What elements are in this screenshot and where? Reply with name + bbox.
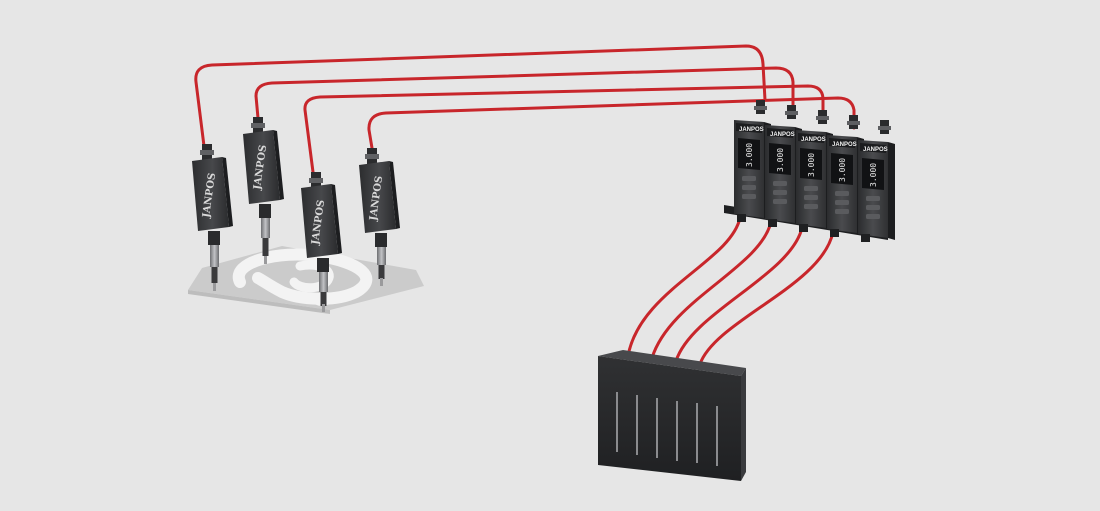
terminal-hub (598, 350, 746, 481)
amplifier-brand: JANPOS (863, 147, 888, 153)
amplifier-display (738, 138, 760, 170)
amplifier-display-value: 3.000 (776, 148, 785, 172)
amplifier-connector-ring (847, 121, 860, 125)
amplifier-cable-gland (799, 224, 808, 232)
amplifier-connector-ring (754, 106, 767, 110)
amplifier-connector-ring (878, 126, 891, 130)
amplifier-label-band (767, 128, 793, 138)
amplifier-button[interactable] (742, 185, 756, 190)
amplifier-button[interactable] (835, 209, 849, 214)
amplifier-button[interactable] (866, 196, 880, 201)
amplifier-button[interactable] (804, 204, 818, 209)
amplifier-cable-gland (861, 234, 870, 242)
amplifier-unit-5: JANPOS 3.000 (858, 120, 895, 242)
amplifier-button[interactable] (866, 214, 880, 219)
amplifier-side (888, 142, 895, 240)
hub-vent-slots (616, 392, 718, 466)
amplifier-button[interactable] (742, 194, 756, 199)
amplifier-cable-gland (737, 214, 746, 222)
amplifier-button[interactable] (804, 195, 818, 200)
amplifier-brand: JANPOS (770, 132, 795, 138)
amplifier-brand: JANPOS (832, 142, 857, 148)
amplifier-label-band (860, 143, 886, 153)
head-cables (194, 44, 856, 174)
workpiece-plate (188, 246, 424, 314)
amplifier-button[interactable] (773, 199, 787, 204)
amplifier-button[interactable] (742, 176, 756, 181)
amplifier-button[interactable] (804, 186, 818, 191)
amplifier-label-band (829, 138, 855, 148)
amplifier-bank: JANPOS 3.000 JANPOS 3.000 JANPOS 3.000 JANPOS 3… (734, 100, 895, 242)
amplifier-brand: JANPOS (739, 127, 764, 133)
amplifier-connector-ring (785, 111, 798, 115)
amplifier-display-value: 3.000 (869, 163, 878, 187)
amplifier-button[interactable] (773, 190, 787, 195)
sensor-head-3: JANPOS (301, 172, 342, 312)
sensor-head-1: JANPOS (192, 144, 233, 291)
amplifier-display-value: 3.000 (745, 143, 754, 167)
amplifier-display-value: 3.000 (838, 158, 847, 182)
amplifier-cable-gland (768, 219, 777, 227)
sensor-head-4: JANPOS (359, 148, 400, 286)
amplifier-display (862, 158, 884, 190)
amplifier-button[interactable] (835, 191, 849, 196)
amplifier-display-value: 3.000 (807, 153, 816, 177)
amplifier-display (831, 153, 853, 185)
amplifier-button[interactable] (835, 200, 849, 205)
output-cables (626, 216, 835, 366)
amplifier-button[interactable] (866, 205, 880, 210)
amplifier-brand: JANPOS (801, 137, 826, 143)
amplifier-cable-gland (830, 229, 839, 237)
amplifier-label-band (798, 133, 824, 143)
amplifier-display (800, 148, 822, 180)
amplifier-button[interactable] (773, 181, 787, 186)
amplifier-connector-ring (816, 116, 829, 120)
amplifier-label-band (736, 123, 762, 133)
sensor-head-2: JANPOS (243, 117, 284, 264)
amplifier-display (769, 143, 791, 175)
